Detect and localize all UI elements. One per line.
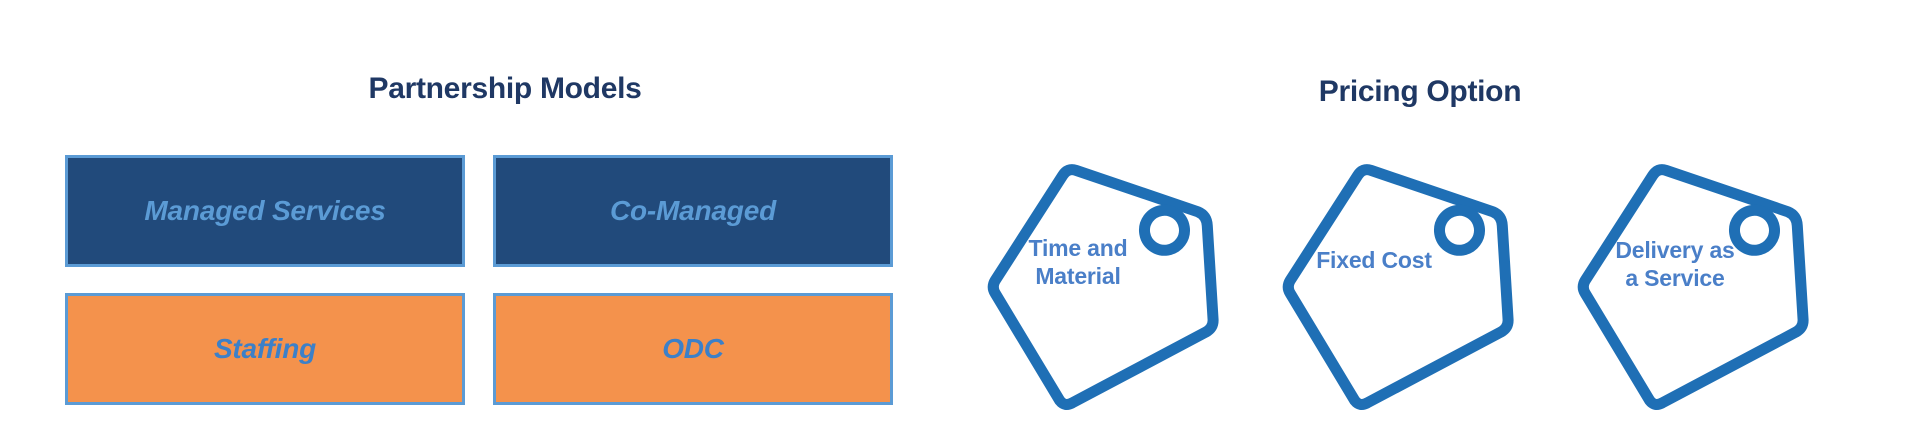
price-tag-icon [1282,164,1514,410]
pricing-tags-row: Time and Material Fixed Cost [975,150,1905,410]
price-tag-icon [1577,164,1809,410]
model-box-label: Staffing [213,333,317,364]
model-box-label: Managed Services [144,195,386,226]
model-box-label: ODC [662,333,724,364]
price-tag-icon [987,164,1219,410]
pricing-tag-caption-line: Time and [1028,235,1128,261]
model-box-odc[interactable]: ODC [493,293,893,405]
pricing-tag-caption: Time and Material [1003,234,1153,290]
pricing-tag-delivery-as-a-service[interactable]: Delivery as a Service [1565,150,1865,410]
page-title-pricing-option: Pricing Option [1318,75,1522,108]
model-box-managed-services[interactable]: Managed Services [65,155,465,267]
pricing-tag-caption-line: Fixed Cost [1316,247,1432,273]
page-title-partnership-models: Partnership Models [368,72,642,105]
model-box-staffing[interactable]: Staffing [65,293,465,405]
pricing-tag-caption-line: Material [1035,263,1121,290]
pricing-tag-caption: Delivery as a Service [1595,236,1755,292]
model-box-co-managed[interactable]: Co-Managed [493,155,893,267]
partnership-models-grid: Managed Services Co-Managed Staffing ODC [65,155,895,405]
model-box-label: Co-Managed [609,195,776,226]
pricing-tag-caption-line: a Service [1625,265,1725,292]
pricing-tag-time-and-material[interactable]: Time and Material [975,150,1275,410]
pricing-tag-caption-line: Delivery as [1615,237,1735,263]
pricing-tag-fixed-cost[interactable]: Fixed Cost [1270,150,1570,410]
pricing-tag-caption: Fixed Cost [1294,246,1454,274]
